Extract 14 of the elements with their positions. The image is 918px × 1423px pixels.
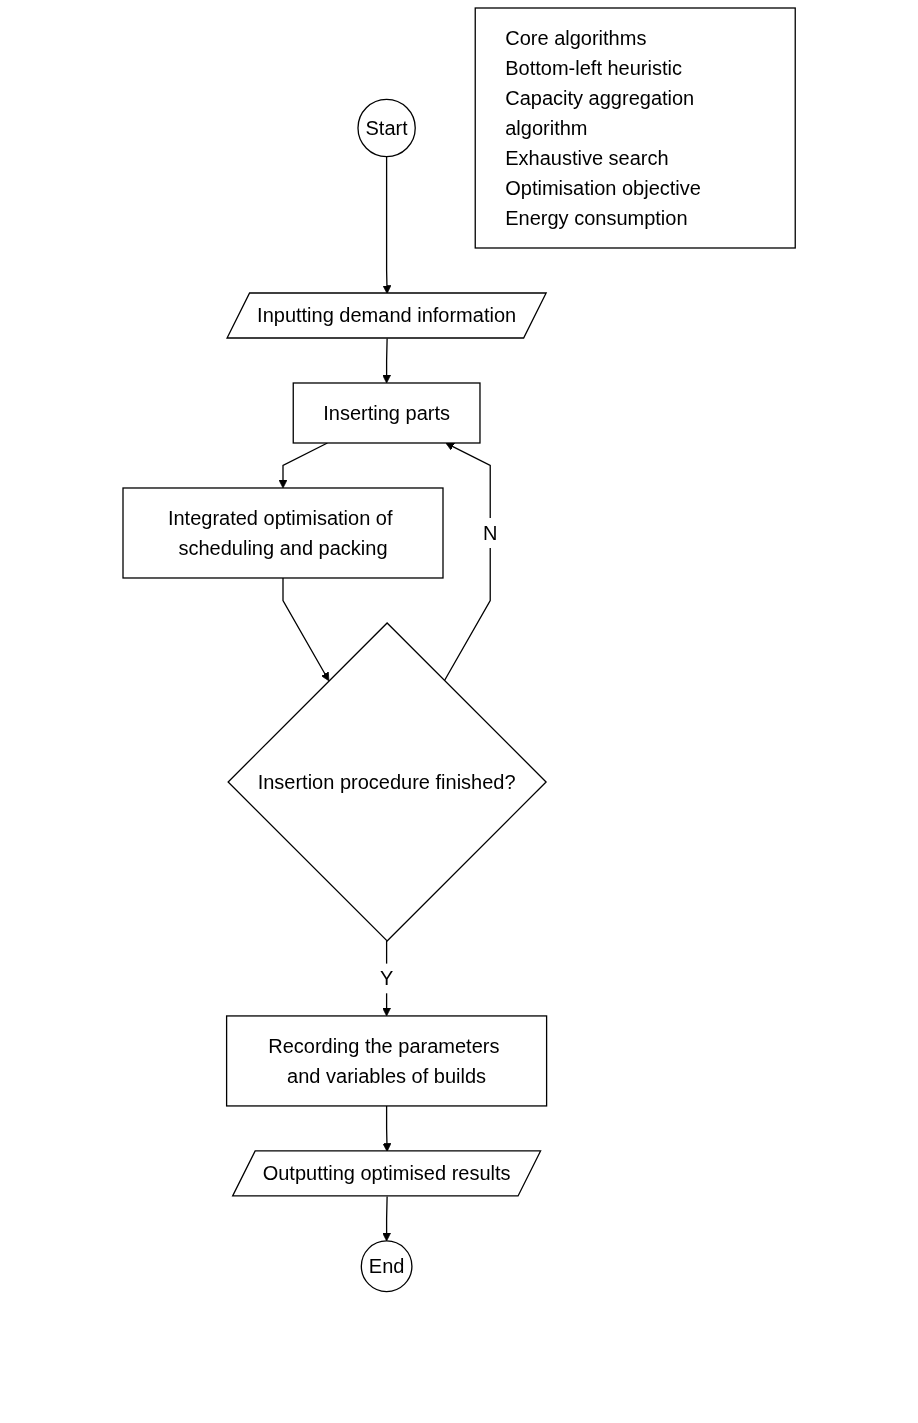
arrow (443, 442, 491, 682)
node-box: Recording the parameters and variables of builds (225, 1015, 548, 1107)
edge-label: N (482, 521, 498, 544)
node-diamond: Insertion procedure finished? (227, 622, 547, 942)
arrow (382, 155, 392, 294)
node-box: Inserting parts (292, 382, 481, 444)
arrow (278, 442, 328, 489)
node-circle: End (360, 1240, 413, 1293)
arrow (282, 577, 330, 682)
node-box: Integrated optimisation of scheduling and packing (122, 487, 444, 579)
arrow (382, 1195, 391, 1242)
node-box: Core algorithms Bottom-left heuristic Capacity aggregation algorithm Exhaustive search Optimisation objective Energy consumption (474, 7, 796, 249)
edge-label: Y (379, 967, 394, 990)
node-circle: Start (357, 98, 416, 158)
